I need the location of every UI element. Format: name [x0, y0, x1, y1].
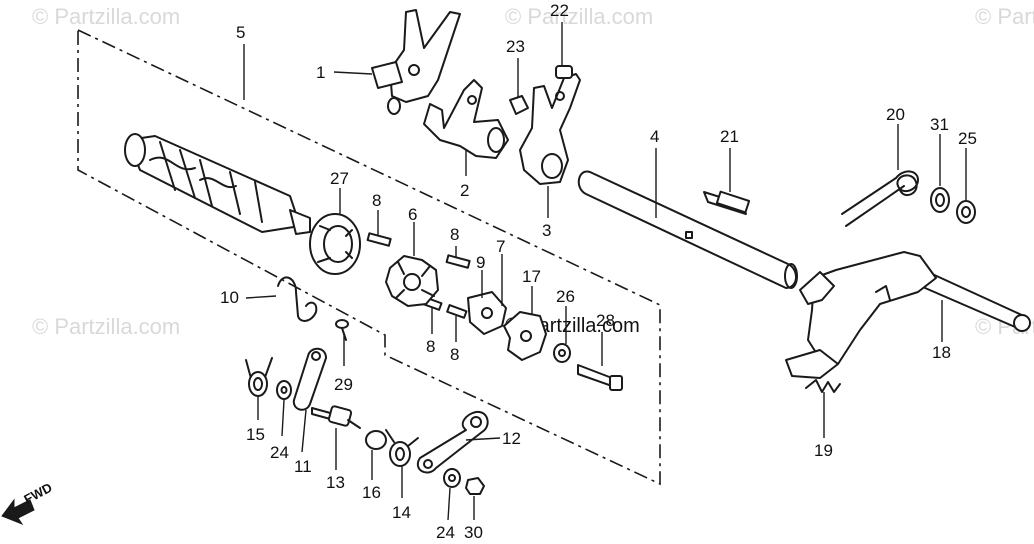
callout-11: 11 [294, 457, 312, 476]
arm-12 [417, 410, 489, 474]
callout-19: 19 [814, 441, 833, 460]
callout-8-a: 8 [372, 191, 381, 210]
callout-8-b: 8 [450, 225, 459, 244]
callout-17: 17 [522, 267, 541, 286]
callout-25: 25 [958, 129, 977, 148]
callout-7: 7 [496, 237, 505, 256]
washer-24-bottom [443, 468, 461, 488]
callout-14: 14 [392, 503, 411, 522]
callout-8-c: 8 [426, 337, 435, 356]
callout-13: 13 [326, 473, 345, 492]
spring-clip-10 [277, 276, 318, 322]
shift-fork-1 [371, 9, 461, 115]
callout-5: 5 [236, 23, 245, 42]
return-spring [841, 170, 919, 227]
cam-plate [503, 311, 547, 361]
watermark-top-center: © Partzilla.com [505, 4, 653, 29]
callout-31: 31 [930, 115, 949, 134]
screw-29 [335, 319, 349, 341]
gearshift-spindle [785, 251, 1031, 379]
shift-drum [124, 133, 311, 235]
callout-2: 2 [460, 181, 469, 200]
callout-12: 12 [502, 429, 521, 448]
washer-25 [956, 200, 976, 224]
forward-arrow: FWD [1, 480, 55, 526]
callout-6: 6 [408, 205, 417, 224]
callout-29: 29 [334, 375, 353, 394]
bearing [309, 213, 361, 275]
spring-15 [245, 357, 273, 397]
cotter-clip [509, 95, 529, 115]
callout-28: 28 [596, 311, 615, 330]
shift-fork-3 [519, 73, 581, 185]
star-plate [385, 255, 439, 307]
washer-26 [553, 343, 571, 363]
callout-24-bottom: 24 [436, 523, 455, 542]
watermark-top-left: © Partzilla.com [32, 4, 180, 29]
forward-label: FWD [21, 480, 54, 507]
callout-21: 21 [720, 127, 739, 146]
callout-3: 3 [542, 221, 551, 240]
shift-fork-2 [423, 79, 509, 159]
roller-16 [365, 430, 387, 450]
callout-numbers: 1 2 3 4 5 6 7 8 8 8 8 9 10 11 12 13 14 1… [220, 1, 977, 542]
bolt-21 [703, 190, 751, 215]
callout-15: 15 [246, 425, 265, 444]
collar-31 [930, 187, 950, 213]
leader-lines [243, 22, 967, 521]
pins [366, 232, 471, 319]
callout-8-d: 8 [450, 345, 459, 364]
callout-10: 10 [220, 288, 239, 307]
watermark-top-right: © Partzilla.com [975, 4, 1034, 29]
callout-16: 16 [362, 483, 381, 502]
callout-23: 23 [506, 37, 525, 56]
callout-18: 18 [932, 343, 951, 362]
stopper-plate [467, 291, 507, 335]
bolt-28 [577, 364, 623, 391]
nut-30 [465, 477, 485, 495]
callout-24-left: 24 [270, 443, 289, 462]
callout-27: 27 [330, 169, 349, 188]
callout-1: 1 [316, 63, 325, 82]
callout-30: 30 [464, 523, 483, 542]
guide-pin [555, 65, 573, 79]
washer-24-left [276, 380, 292, 400]
callout-20: 20 [886, 105, 905, 124]
spring-14 [385, 429, 419, 467]
pin-bolt-13 [311, 405, 361, 429]
callout-26: 26 [556, 287, 575, 306]
callout-4: 4 [650, 127, 659, 146]
callout-9: 9 [476, 253, 485, 272]
assembly-outline [77, 28, 661, 486]
spring-19 [805, 379, 841, 393]
callout-22: 22 [550, 1, 569, 20]
watermark-mid-left: © Partzilla.com [32, 314, 180, 339]
fork-shaft [577, 170, 798, 289]
arm-plate-11 [292, 347, 327, 411]
